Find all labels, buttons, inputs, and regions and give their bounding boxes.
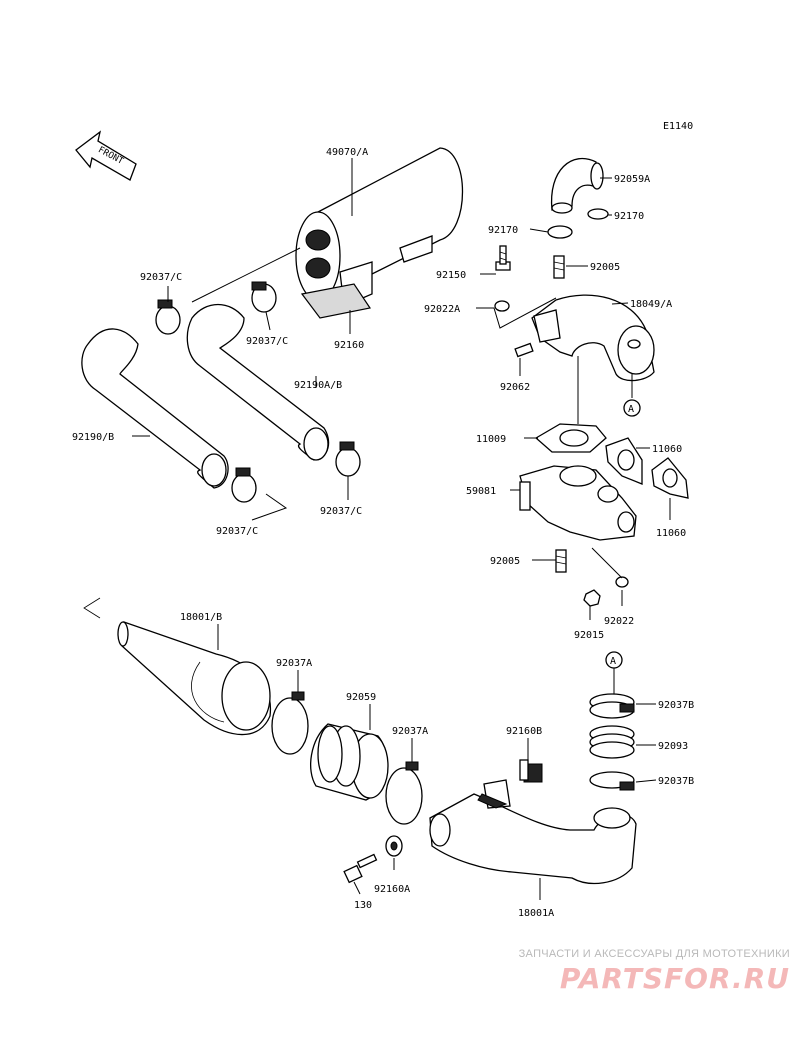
part-label: 92093 (658, 741, 688, 752)
part-label: 92160 (334, 340, 364, 351)
clamp-92037c-drawing (155, 281, 361, 503)
part-label: 92037A (392, 726, 428, 737)
reference-marker-a-upper: A (623, 399, 641, 417)
part-label: 59081 (466, 486, 496, 497)
washer-92160a-drawing (385, 835, 403, 857)
part-label: 92062 (500, 382, 530, 393)
gasket-11060-drawing (605, 437, 689, 499)
part-label: 18001/B (180, 612, 222, 623)
part-label: 11060 (656, 528, 686, 539)
part-label: 11060 (652, 444, 682, 455)
front-arrow-icon: FRONT (75, 130, 137, 181)
clamp-92037b-drawing (589, 693, 635, 791)
part-label: 92059 (346, 692, 376, 703)
part-label: 92190A/B (294, 380, 342, 391)
part-label: 92037B (658, 776, 694, 787)
svg-text:A: A (610, 656, 616, 667)
part-labels: 49070/A 92059A 92170 92170 92150 92005 9… (72, 147, 694, 919)
coupler-92059-drawing (310, 723, 389, 801)
watermark-logo: PARTSFOR.RU (559, 962, 790, 995)
part-label: 92037/C (246, 336, 288, 347)
watermark-tagline: ЗАПЧАСТИ И АКСЕССУАРЫ ДЛЯ МОТОТЕХНИКИ (518, 948, 790, 960)
bolt-92062-drawing (514, 342, 534, 358)
coupler-92093-drawing (589, 725, 635, 759)
hose-92190-b-drawing (81, 328, 229, 489)
grommet-92160b-drawing (519, 759, 543, 783)
part-label: 49070/A (326, 147, 368, 158)
part-label: 92022A (424, 304, 460, 315)
part-label: 130 (354, 900, 372, 911)
bolt-130-drawing (343, 853, 378, 884)
part-label: 92037B (658, 700, 694, 711)
gasket-11009-drawing (534, 423, 607, 453)
hose-92190a-b-drawing (186, 304, 330, 461)
part-label: 92160A (374, 884, 410, 895)
clamp-92037a-drawing (271, 691, 423, 825)
part-label: 92015 (574, 630, 604, 641)
part-label: 92022 (604, 616, 634, 627)
svg-text:A: A (628, 404, 634, 415)
part-label: 92170 (488, 225, 518, 236)
part-label: 92150 (436, 270, 466, 281)
clamp-92170-drawing (547, 208, 609, 239)
hose-92059a-drawing (550, 157, 604, 214)
leader-lines (132, 158, 671, 900)
part-label: 92005 (490, 556, 520, 567)
diagram-code: E1140 (663, 121, 693, 132)
part-label: 92190/B (72, 432, 114, 443)
part-label: 11009 (476, 434, 506, 445)
watermark: ЗАПЧАСТИ И АКСЕССУАРЫ ДЛЯ МОТОТЕХНИКИ PA… (470, 948, 790, 995)
exhaust-pipe-18001a-drawing (429, 779, 637, 885)
part-label: 92170 (614, 211, 644, 222)
part-label: 92037/C (140, 272, 182, 283)
part-label: 92037/C (320, 506, 362, 517)
bolt-92150-drawing (495, 245, 511, 271)
part-label: 92037/C (216, 526, 258, 537)
manifold-59081-drawing (519, 465, 637, 541)
nut-92015-drawing (583, 589, 601, 607)
part-label: 18049/A (630, 299, 672, 310)
exhaust-pipe-18049a-drawing (531, 294, 655, 382)
part-label: 92059A (614, 174, 650, 185)
washer-92022a-drawing (494, 300, 510, 312)
reference-marker-a-lower: A (605, 651, 623, 669)
part-label: 18001A (518, 908, 554, 919)
part-label: 92160B (506, 726, 542, 737)
part-label: 92005 (590, 262, 620, 273)
muffler-drawing (295, 147, 464, 319)
fitting-92005-lower-drawing (555, 549, 567, 573)
washer-92022-drawing (615, 576, 629, 588)
fitting-92005-drawing (553, 255, 565, 279)
part-label: 92037A (276, 658, 312, 669)
tailpipe-18001b-drawing (83, 597, 272, 736)
